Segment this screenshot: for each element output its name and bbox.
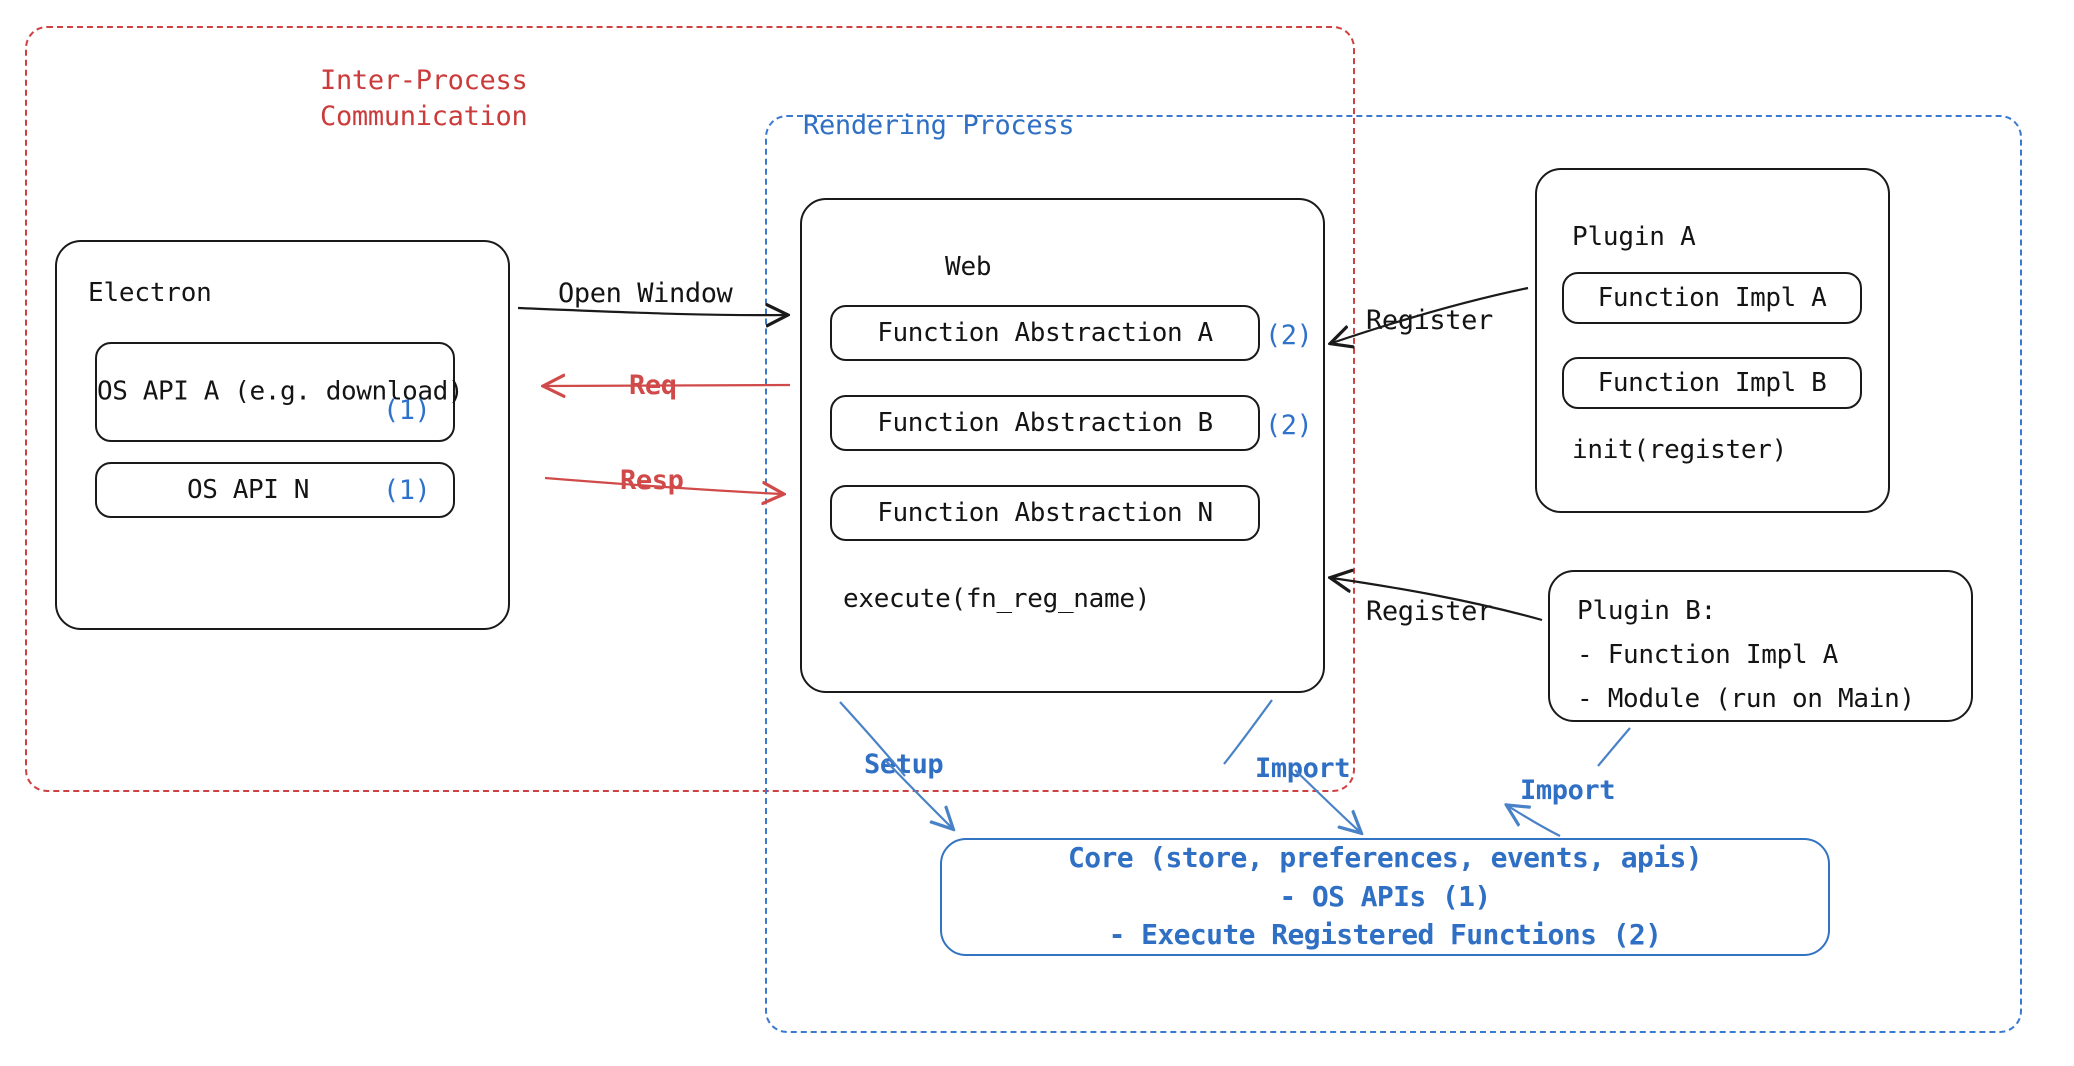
function-impl-b-label: Function Impl B (1597, 368, 1827, 398)
function-abstraction-n-label: Function Abstraction N (877, 498, 1213, 528)
function-abstraction-a-label: Function Abstraction A (877, 318, 1213, 348)
os-api-a-badge: (1) (383, 395, 431, 426)
edge-label-import-web: Import (1255, 753, 1351, 784)
os-api-n-box[interactable]: OS API N (95, 462, 455, 518)
core-line-1: Core (store, preferences, events, apis) (1067, 841, 1703, 875)
plugin-a-init-note: init(register) (1572, 435, 1787, 465)
os-api-n-badge: (1) (383, 475, 431, 506)
region-inter-process-communication (25, 26, 1355, 792)
function-abstraction-a-badge: (2) (1265, 320, 1313, 351)
function-impl-b-box[interactable]: Function Impl B (1562, 357, 1862, 409)
function-abstraction-a-box[interactable]: Function Abstraction A (830, 305, 1260, 361)
web-execute-note: execute(fn_reg_name) (843, 584, 1151, 614)
function-abstraction-b-badge: (2) (1265, 410, 1313, 441)
plugin-b-line-2: - Module (run on Main) (1577, 684, 1915, 714)
edge-label-setup: Setup (864, 749, 944, 780)
core-box[interactable]: Core (store, preferences, events, apis) … (940, 838, 1830, 956)
function-impl-a-box[interactable]: Function Impl A (1562, 272, 1862, 324)
plugin-a-title: Plugin A (1572, 222, 1696, 252)
function-abstraction-b-box[interactable]: Function Abstraction B (830, 395, 1260, 451)
edge-label-register-bottom: Register (1366, 596, 1493, 627)
os-api-n-label: OS API N (186, 475, 310, 505)
plugin-b-title: Plugin B: (1577, 596, 1717, 626)
edge-label-open-window: Open Window (558, 278, 733, 309)
plugin-b-line-1: - Function Impl A (1577, 640, 1839, 670)
region-ipc-label: Inter-Process Communication (320, 65, 528, 132)
edge-label-import-plugin-b: Import (1520, 775, 1616, 806)
edge-label-resp: Resp (620, 465, 684, 496)
region-rendering-process-label: Rendering Process (803, 110, 1075, 141)
plugin-b-box (1548, 570, 1973, 722)
function-abstraction-n-box[interactable]: Function Abstraction N (830, 485, 1260, 541)
os-api-a-label: OS API A (e.g. download) (97, 376, 464, 407)
function-abstraction-b-label: Function Abstraction B (877, 408, 1213, 438)
plugin-a-box (1535, 168, 1890, 513)
core-line-3: - Execute Registered Functions (2) (1108, 918, 1662, 952)
region-rendering-process (765, 115, 2022, 1033)
edge-label-req: Req (629, 370, 677, 401)
function-impl-a-label: Function Impl A (1597, 283, 1827, 313)
os-api-a-box[interactable]: OS API A (e.g. download) (95, 342, 464, 442)
core-line-2: - OS APIs (1) (1279, 879, 1491, 913)
edge-label-register-top: Register (1366, 305, 1493, 336)
web-title: Web (945, 252, 992, 282)
electron-title: Electron (88, 278, 212, 308)
